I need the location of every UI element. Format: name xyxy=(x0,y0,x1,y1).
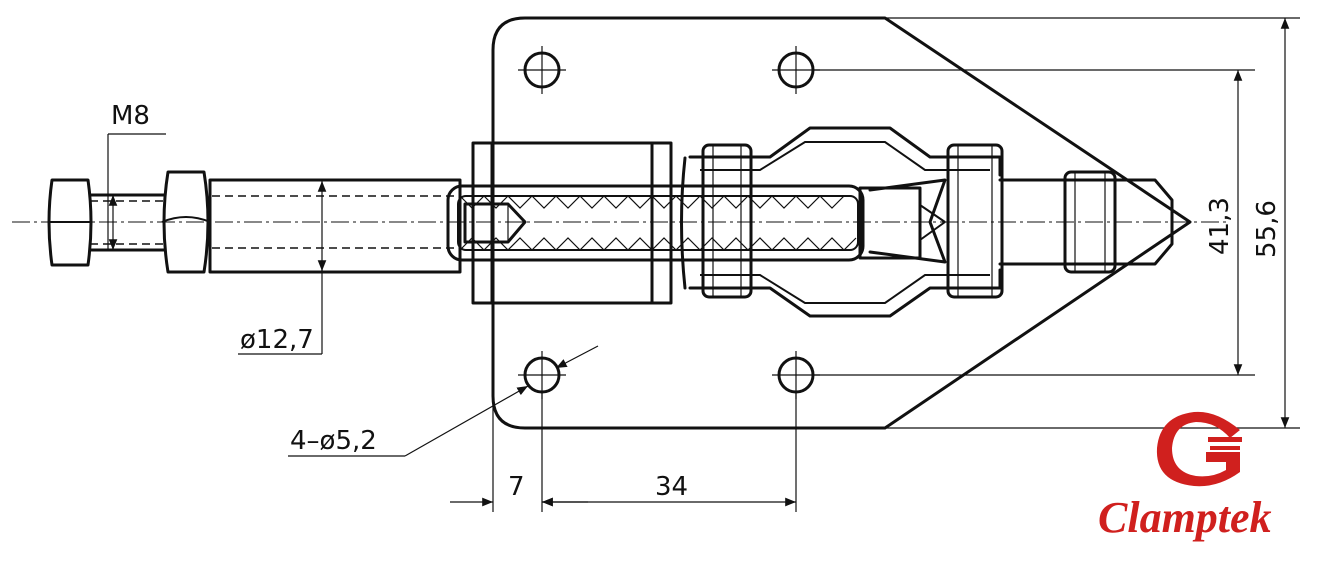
dim-overall-height-label: 55,6 xyxy=(1252,200,1282,258)
clamptek-logo-mark xyxy=(1156,411,1242,487)
dim-thread: M8 xyxy=(107,101,166,250)
dim-holes: 4–ø5,2 xyxy=(288,345,599,457)
mounting-hole xyxy=(518,351,566,399)
mounting-hole xyxy=(518,46,566,94)
dim-edge-offset: 7 xyxy=(450,472,588,507)
dim-hole-spacing-y: 41,3 xyxy=(1205,70,1243,375)
dim-shaft-diameter-label: ø12,7 xyxy=(240,325,314,355)
base-plate xyxy=(491,16,1192,430)
plunger-rod xyxy=(463,186,922,260)
threaded-sleeve xyxy=(208,178,462,274)
hex-nut-end xyxy=(47,178,93,267)
threaded-rod xyxy=(88,193,166,252)
dim-hole-spacing-x-label: 34 xyxy=(655,472,688,502)
clamptek-logo: Clamptek xyxy=(1098,411,1272,542)
toggle-linkage xyxy=(680,126,1004,318)
dim-shaft-diameter: ø12,7 xyxy=(238,181,327,355)
dim-overall-height: 55,6 xyxy=(1252,18,1290,428)
hex-nut-lock xyxy=(161,170,211,274)
housing-block xyxy=(471,141,673,305)
dim-edge-offset-label: 7 xyxy=(508,472,525,502)
dim-holes-label: 4–ø5,2 xyxy=(290,426,377,456)
spring-bushing xyxy=(446,184,865,262)
dim-hole-spacing-y-label: 41,3 xyxy=(1205,197,1235,255)
clamptek-brand-name: Clamptek xyxy=(1098,493,1272,542)
clamp-handle xyxy=(998,170,1174,274)
dim-thread-label: M8 xyxy=(111,101,150,131)
dim-hole-spacing-x: 34 xyxy=(542,472,796,507)
